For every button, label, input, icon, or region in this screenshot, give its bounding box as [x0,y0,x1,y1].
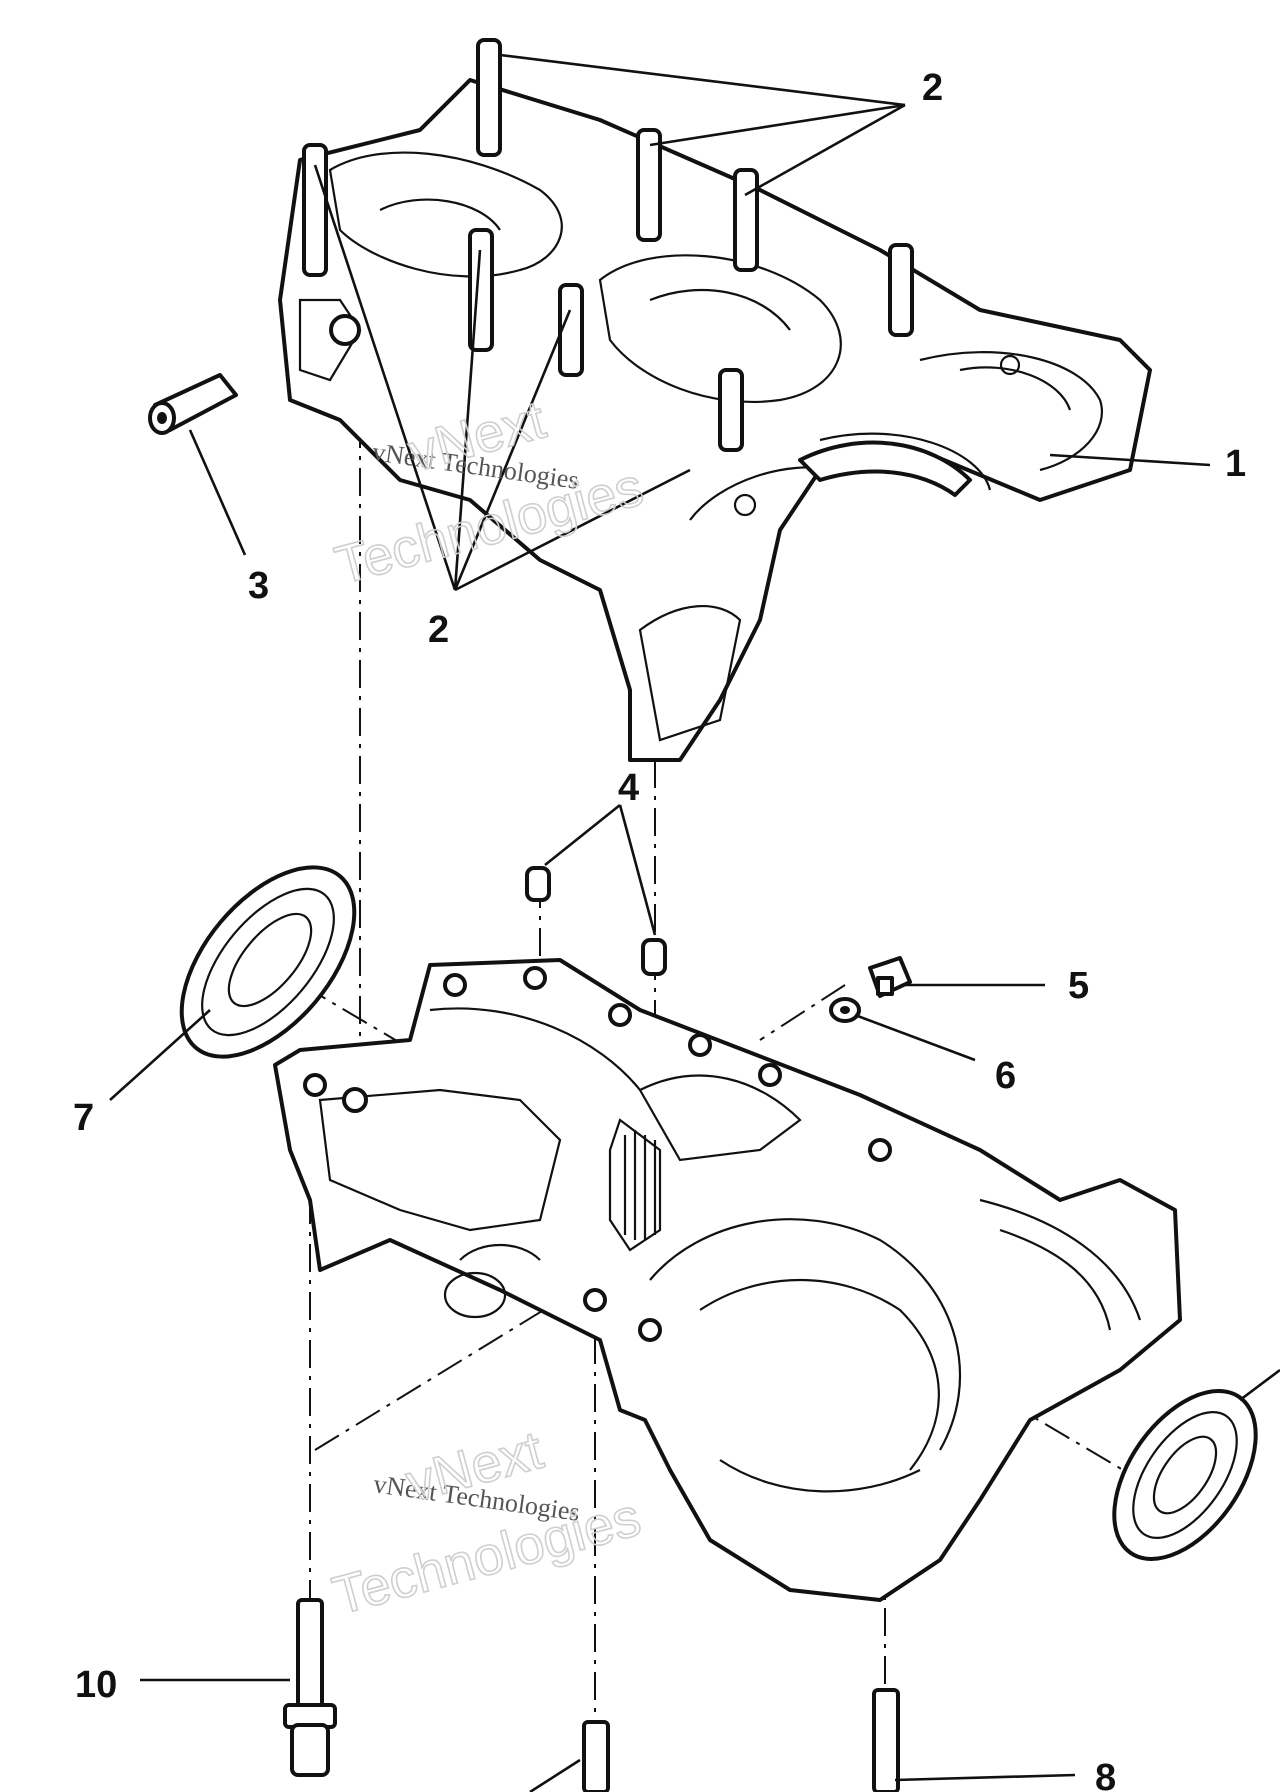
bolt-5-and-washer-6 [829,956,912,1023]
dowel-pins-4 [525,866,667,976]
callout-labels: 2 1 3 2 4 5 6 7 10 8 [73,67,1246,1792]
leader-lines [109,53,1280,1792]
crank-gear [608,1118,662,1252]
callout-7: 7 [73,1097,94,1139]
callout-5: 5 [1068,965,1089,1007]
bolt-10 [283,1598,337,1777]
callout-2-bottom: 2 [428,609,449,651]
callout-8: 8 [1095,1757,1116,1792]
callout-6: 6 [995,1055,1016,1097]
callout-2-top: 2 [922,67,943,109]
callout-10: 10 [75,1664,117,1706]
callout-3: 3 [248,565,269,607]
oil-seal-right [1112,1389,1258,1561]
callout-1: 1 [1225,443,1246,485]
oil-seal-7 [179,865,357,1059]
lower-crankcase [273,958,1182,1602]
callout-4: 4 [618,767,639,809]
bolt-bottom-center [582,1720,610,1792]
upper-crankcase [278,38,1152,762]
dowel-pin-3 [148,373,238,435]
bolt-8 [872,1688,900,1792]
